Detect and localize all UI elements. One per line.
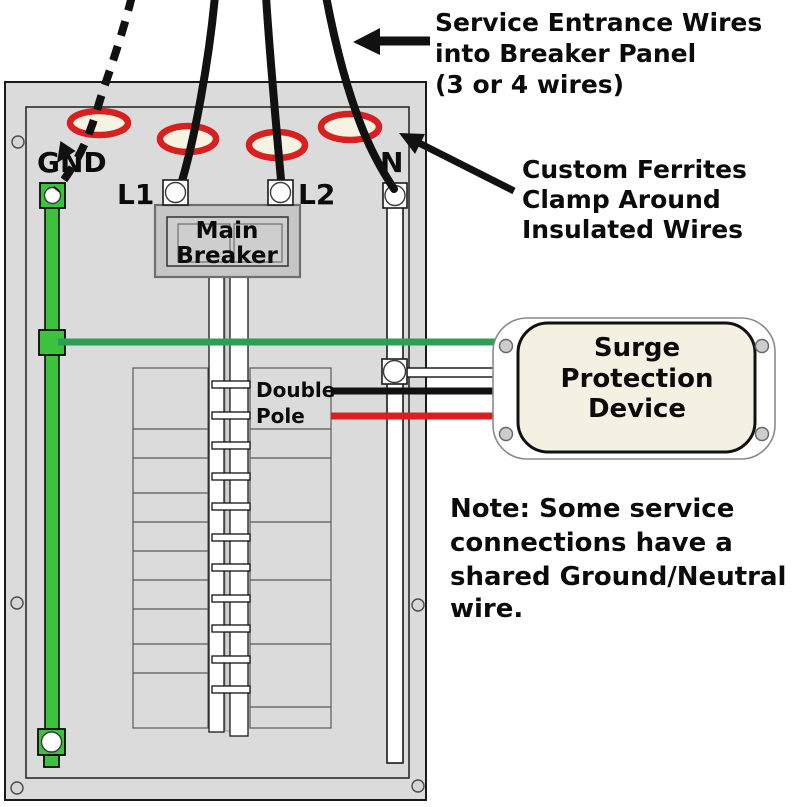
breaker-tab	[211, 502, 251, 511]
ground-bar	[37, 182, 66, 768]
service-wire-l1	[175, 0, 219, 195]
surge-protection-device: Surge Protection Device	[492, 317, 776, 460]
panel-screw-icon	[411, 598, 425, 612]
neutral-wire-white	[403, 367, 507, 378]
breaker-tab	[211, 563, 251, 572]
ferrite-ring-icon	[66, 107, 132, 139]
service-wire-neutral	[322, 0, 398, 193]
panel-labels: GND L1 L2 N Main Breaker Double Pole	[37, 146, 403, 428]
ground-wire-dashed	[52, 0, 136, 193]
spd-screw-icon	[754, 426, 770, 442]
service-annotation-line1: Service Entrance Wires	[435, 8, 762, 37]
service-entrance-wires	[52, 0, 398, 206]
breaker-tab	[211, 533, 251, 542]
note-line2: connections have a	[450, 528, 733, 558]
terminal-hole-icon	[40, 731, 63, 753]
spd-label-line1: Surge	[594, 333, 680, 363]
neutral-bus-bar	[386, 201, 404, 764]
spd-screw-icon	[754, 338, 770, 354]
terminal-hole-icon	[269, 181, 292, 204]
breaker-slots	[132, 367, 332, 729]
main-breaker-pole	[177, 223, 231, 263]
ferrites	[66, 107, 383, 162]
line2-label: L2	[298, 178, 335, 211]
ferrites-arrow-shaft	[415, 138, 516, 195]
service-wire-l2	[262, 0, 286, 195]
service-arrow-icon	[353, 28, 380, 55]
ferrite-ring-icon	[317, 110, 383, 144]
main-breaker-face	[166, 216, 289, 267]
line1-label: L1	[117, 178, 154, 211]
service-annotation-line2: into Breaker Panel	[435, 39, 696, 68]
neutral-bar	[382, 182, 408, 764]
ground-bar-stub	[43, 754, 60, 768]
spd-wires	[58, 338, 507, 420]
double-pole-label-line1: Double	[256, 378, 335, 402]
panel-inner-border	[25, 106, 410, 779]
breaker-tab	[211, 441, 251, 450]
panel-screw-icon	[10, 596, 24, 610]
ground-bus-bar	[44, 191, 60, 759]
main-breaker	[153, 203, 302, 279]
note-line3: shared Ground/Neutral	[450, 562, 786, 592]
annotation-note: Note: Some service connections have a sh…	[450, 494, 786, 624]
spd-label-line2: Protection	[561, 364, 714, 394]
breaker-tab	[211, 411, 251, 420]
main-breaker-label-line1: Main	[196, 218, 259, 244]
spd-label-line3: Device	[588, 394, 686, 424]
annotation-service-entrance: Service Entrance Wires into Breaker Pane…	[353, 8, 762, 99]
breaker-tab	[211, 624, 251, 633]
panel-screw-icon	[10, 781, 24, 795]
double-pole-label-line2: Pole	[256, 404, 305, 428]
breaker-tab	[211, 594, 251, 603]
spd-screw-icon	[498, 338, 514, 354]
ferrites-annotation-line1: Custom Ferrites	[522, 155, 747, 184]
note-line1: Note: Some service	[450, 494, 734, 524]
ferrites-arrow-icon	[399, 133, 425, 154]
ground-wire-arrowhead-icon	[57, 141, 76, 163]
breaker-tab	[211, 655, 251, 664]
ferrites-annotation-line3: Insulated Wires	[522, 215, 743, 244]
terminal-hole-icon	[164, 181, 187, 204]
panel-screw-icon	[411, 779, 425, 793]
note-line4: wire.	[450, 594, 523, 624]
service-annotation-line3: (3 or 4 wires)	[435, 70, 624, 99]
terminal-hole-icon	[43, 186, 62, 205]
breaker-tab	[211, 380, 251, 389]
breaker-tab	[211, 472, 251, 481]
panel-screw-icon	[11, 135, 25, 149]
bus-bars	[208, 276, 251, 737]
ferrites-annotation-line2: Clamp Around	[522, 185, 721, 214]
main-breaker-pole	[233, 223, 283, 263]
annotation-custom-ferrites: Custom Ferrites Clamp Around Insulated W…	[399, 133, 747, 244]
spd-body	[516, 321, 757, 454]
slot-column-left	[132, 367, 209, 729]
terminal-hole-icon	[382, 359, 407, 384]
slot-column-right	[249, 367, 332, 729]
spd-screw-icon	[498, 426, 514, 442]
main-breaker-label-line2: Breaker	[176, 243, 278, 269]
breaker-tab	[211, 685, 251, 694]
